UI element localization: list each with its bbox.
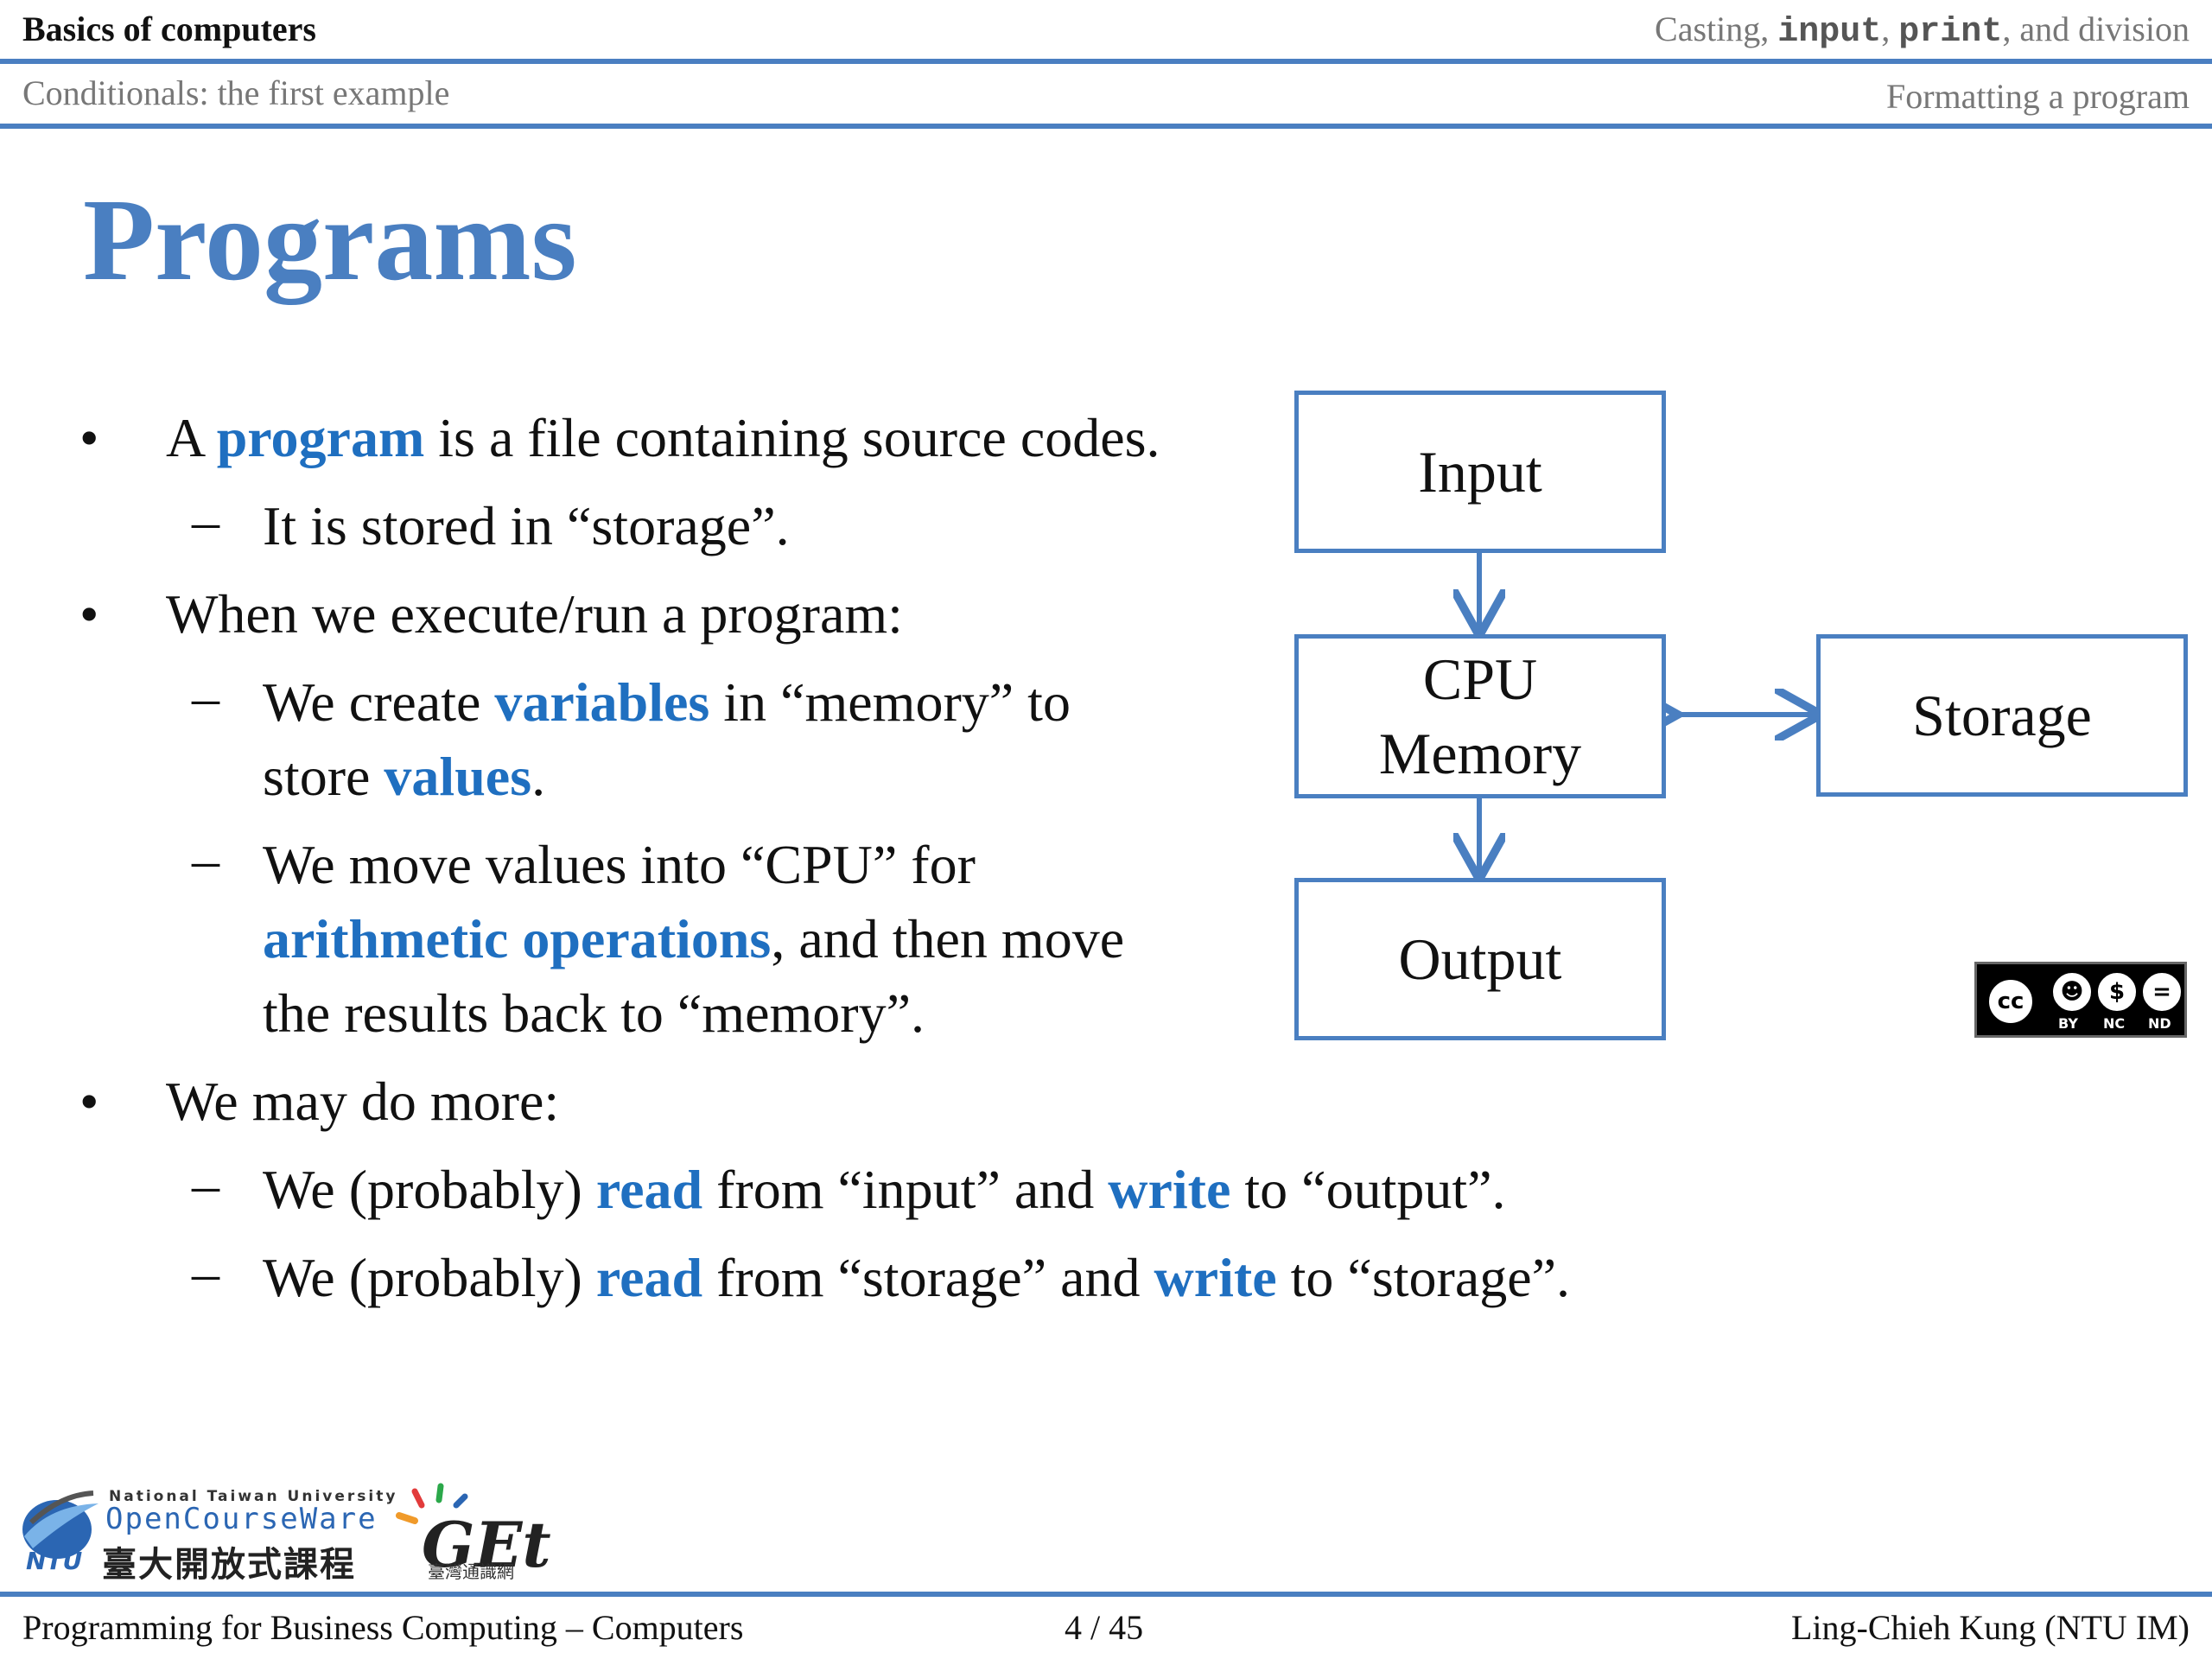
get-logo-icon bbox=[396, 1483, 468, 1524]
sub-bullet-storage-rw: We (probably) read from “storage” and wr… bbox=[263, 1241, 1570, 1315]
slide-title: Programs bbox=[83, 175, 577, 305]
keyword-arithmetic: arithmetic operations bbox=[263, 908, 772, 969]
diagram-arrows bbox=[1287, 553, 2203, 1054]
box-label-memory: Memory bbox=[1378, 721, 1582, 786]
keyword-read: read bbox=[595, 1159, 703, 1220]
nc-icon: $ bbox=[2094, 969, 2139, 1014]
get-chinese: 臺灣通識網 bbox=[428, 1561, 514, 1582]
keyword-write: write bbox=[1154, 1247, 1277, 1308]
bullet-execute: When we execute/run a program: bbox=[166, 583, 903, 645]
header-divider-2 bbox=[0, 124, 2212, 129]
ocw-university: National Taiwan University bbox=[109, 1488, 398, 1505]
keyword-variables: variables bbox=[494, 671, 710, 733]
get-logo-text: GEt bbox=[422, 1508, 551, 1581]
dash-marker: – bbox=[192, 666, 219, 728]
footer-divider bbox=[0, 1592, 2212, 1597]
keyword-write: write bbox=[1108, 1159, 1231, 1220]
bullet-marker: • bbox=[79, 407, 99, 468]
text: We move values into “CPU” for bbox=[263, 834, 976, 895]
text: from “input” and bbox=[702, 1159, 1109, 1220]
ntu-logo-text: NTU bbox=[26, 1547, 83, 1575]
text: We (probably) bbox=[263, 1247, 596, 1308]
diagram-box-output: Output bbox=[1294, 878, 1666, 1040]
by-label: BY bbox=[2058, 1015, 2078, 1032]
bullet-marker: • bbox=[79, 583, 99, 645]
text: is a file containing source codes. bbox=[424, 407, 1160, 468]
code-print: print bbox=[1898, 13, 2003, 52]
ntu-ocw-logo-icon bbox=[22, 1491, 99, 1559]
footer-author: Ling-Chieh Kung (NTU IM) bbox=[1790, 1608, 2190, 1647]
keyword-values: values bbox=[384, 746, 532, 807]
keyword-read: read bbox=[595, 1247, 703, 1308]
text: from “storage” and bbox=[702, 1247, 1154, 1308]
cc-license-badge[interactable]: cc ☻ $ = BY NC ND bbox=[1974, 962, 2187, 1038]
box-label: Storage bbox=[1912, 683, 2092, 748]
bullet-more: We may do more: bbox=[166, 1071, 560, 1132]
cc-icon: cc bbox=[1986, 976, 2036, 1027]
text: to “storage”. bbox=[1276, 1247, 1571, 1308]
header-divider bbox=[0, 59, 2212, 64]
box-label-cpu: CPU bbox=[1422, 646, 1538, 712]
text: store bbox=[263, 746, 385, 807]
diagram-box-cpu-memory: CPU Memory bbox=[1294, 634, 1666, 798]
text: We (probably) bbox=[263, 1159, 596, 1220]
text: A bbox=[166, 407, 217, 468]
diagram-box-storage: Storage bbox=[1816, 634, 2188, 797]
text: We create bbox=[263, 671, 495, 733]
next-section-link[interactable]: Casting, input, print, and division bbox=[1655, 9, 2190, 52]
box-label: Output bbox=[1398, 926, 1562, 992]
ocw-name: OpenCourseWare bbox=[105, 1502, 378, 1536]
sub-bullet-input-output: We (probably) read from “input” and writ… bbox=[263, 1153, 1506, 1227]
next-section-mid: , bbox=[1881, 10, 1899, 48]
bullet-marker: • bbox=[79, 1071, 99, 1132]
diagram-box-input: Input bbox=[1294, 391, 1666, 553]
next-section-pre: Casting, bbox=[1655, 10, 1778, 48]
section-title[interactable]: Basics of computers bbox=[22, 10, 316, 48]
subsection-link-next[interactable]: Formatting a program bbox=[1885, 77, 2190, 116]
text: . bbox=[531, 746, 546, 807]
bullet-program: A program is a file containing source co… bbox=[166, 401, 1160, 475]
next-section-post: , and division bbox=[2002, 10, 2190, 48]
footer-course: Programming for Business Computing – Com… bbox=[22, 1608, 744, 1647]
dash-marker: – bbox=[192, 1242, 219, 1303]
by-icon: ☻ bbox=[2050, 969, 2094, 1014]
ocw-chinese: 臺大開放式課程 bbox=[102, 1545, 356, 1585]
nd-icon: = bbox=[2139, 969, 2184, 1014]
sub-bullet-cpu: We move values into “CPU” for arithmetic … bbox=[263, 828, 1124, 1051]
nd-label: ND bbox=[2148, 1015, 2171, 1032]
sub-bullet-storage: It is stored in “storage”. bbox=[263, 495, 790, 556]
dash-marker: – bbox=[192, 829, 219, 890]
dash-marker: – bbox=[192, 490, 219, 551]
code-input: input bbox=[1777, 13, 1882, 52]
box-label: Input bbox=[1418, 439, 1542, 505]
nc-label: NC bbox=[2103, 1015, 2126, 1032]
footer-page-number: 4 / 45 bbox=[1065, 1608, 1144, 1647]
text: , and then move bbox=[771, 908, 1125, 969]
subsection-link-prev[interactable]: Conditionals: the first example bbox=[22, 73, 450, 112]
text: to “output”. bbox=[1230, 1159, 1506, 1220]
keyword-program: program bbox=[216, 407, 425, 468]
text: the results back to “memory”. bbox=[263, 982, 925, 1044]
text: in “memory” to bbox=[709, 671, 1071, 733]
dash-marker: – bbox=[192, 1154, 219, 1215]
